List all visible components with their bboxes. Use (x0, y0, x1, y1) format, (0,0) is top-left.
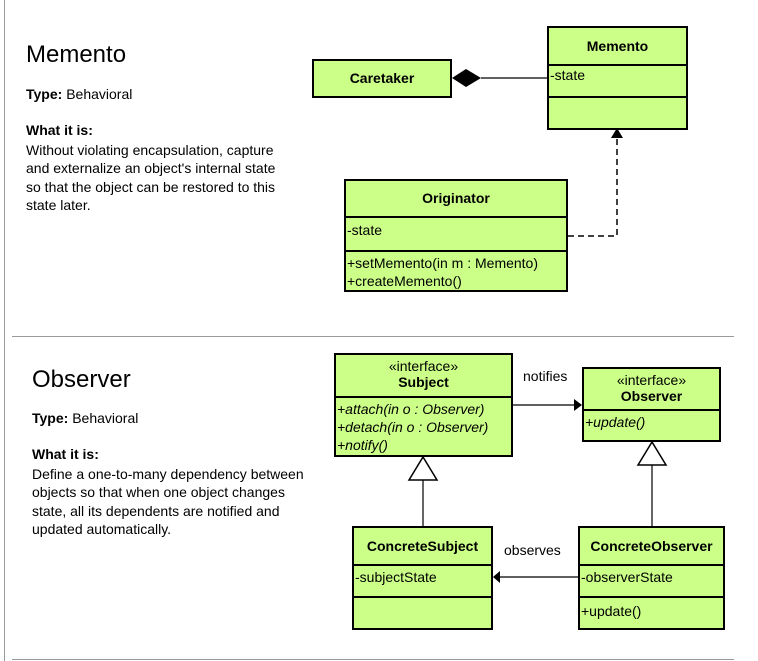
composition-diamond (452, 69, 481, 87)
concrete-subject-operations (354, 596, 491, 630)
concrete-subject-class[interactable]: ConcreteSubject -subjectState (352, 526, 493, 630)
observer-interface[interactable]: «interface» Observer +update() (582, 367, 721, 442)
observer-title: Observer (32, 366, 131, 393)
memento-type: Type: Behavioral (26, 86, 132, 103)
section-divider (12, 336, 734, 337)
memento-desc-line: so that the object can be restored to th… (26, 178, 276, 195)
subject-realization-triangle (407, 455, 439, 481)
concrete-subject-attributes: -subjectState (354, 564, 491, 598)
originator-class[interactable]: Originator -state +setMemento(in m : Mem… (344, 179, 568, 292)
observer-desc-line: Define a one-to-many dependency between (32, 466, 304, 482)
memento-operations (549, 96, 686, 130)
observer-description: Define a one-to-many dependency between … (32, 465, 304, 538)
dependency-arrowhead (611, 128, 623, 138)
observes-label: observes (504, 542, 561, 558)
subject-interface[interactable]: «interface» Subject +attach(in o : Obser… (334, 353, 513, 457)
section-divider-bottom (12, 659, 734, 660)
originator-operations: +setMemento(in m : Memento) +createMemen… (346, 250, 566, 292)
observer-desc-line: updated automatically. (32, 520, 172, 537)
memento-desc-line: state later. (26, 196, 91, 213)
observer-type-value: Behavioral (72, 410, 139, 426)
memento-class[interactable]: Memento -state (547, 26, 688, 130)
observes-arrowhead (493, 571, 500, 583)
subject-operation: +attach(in o : Observer) (337, 401, 485, 417)
originator-attributes: -state (346, 216, 566, 251)
memento-type-value: Behavioral (66, 86, 133, 102)
subject-operations: +attach(in o : Observer) +detach(in o : … (336, 396, 511, 459)
subject-stereotype: «interface» (388, 358, 459, 374)
memento-title: Memento (26, 41, 127, 68)
memento-class-name: Memento (586, 38, 649, 54)
memento-type-label: Type: (26, 86, 63, 102)
memento-desc-line: and externalize an object's internal sta… (26, 160, 276, 177)
concrete-observer-operation: +update() (581, 603, 642, 619)
concrete-observer-attribute: -observerState (581, 569, 673, 585)
memento-what-label: What it is: (26, 122, 93, 138)
caretaker-class[interactable]: Caretaker (312, 59, 452, 98)
memento-description: Without violating encapsulation, capture… (26, 141, 275, 214)
originator-class-name: Originator (422, 190, 490, 206)
observer-type-label: Type: (32, 410, 69, 426)
memento-attributes: -state (549, 64, 686, 96)
notifies-label: notifies (523, 368, 568, 384)
caretaker-class-name: Caretaker (349, 70, 415, 86)
originator-attribute: -state (347, 222, 383, 238)
subject-operation: +notify() (337, 437, 388, 453)
notifies-arrowhead (574, 399, 582, 411)
observer-desc-line: state, all its dependents are notified a… (32, 502, 280, 519)
subject-name: Subject (398, 374, 449, 390)
observer-type: Type: Behavioral (32, 410, 138, 427)
concrete-observer-name: ConcreteObserver (590, 538, 713, 554)
observer-what-label: What it is: (32, 446, 99, 462)
left-border (4, 0, 5, 661)
observer-operation: +update() (585, 414, 646, 430)
concrete-subject-attribute: -subjectState (355, 569, 437, 585)
observer-desc-line: objects so that when one object changes (32, 484, 285, 501)
concrete-observer-attributes: -observerState (580, 564, 723, 598)
concrete-subject-name: ConcreteSubject (366, 538, 479, 554)
observer-stereotype: «interface» (616, 372, 687, 388)
subject-operation: +detach(in o : Observer) (337, 419, 489, 435)
concrete-observer-class[interactable]: ConcreteObserver -observerState +update(… (578, 526, 725, 630)
concrete-observer-operations: +update() (580, 596, 723, 634)
observer-operations: +update() (584, 409, 719, 444)
observer-name: Observer (620, 388, 683, 404)
observer-realization-triangle (636, 440, 668, 466)
memento-attribute: -state (550, 67, 586, 83)
originator-operation: +createMemento() (347, 273, 462, 289)
originator-memento-dependency (568, 136, 618, 237)
memento-desc-line: Without violating encapsulation, capture (26, 142, 274, 158)
originator-operation: +setMemento(in m : Memento) (347, 255, 539, 271)
